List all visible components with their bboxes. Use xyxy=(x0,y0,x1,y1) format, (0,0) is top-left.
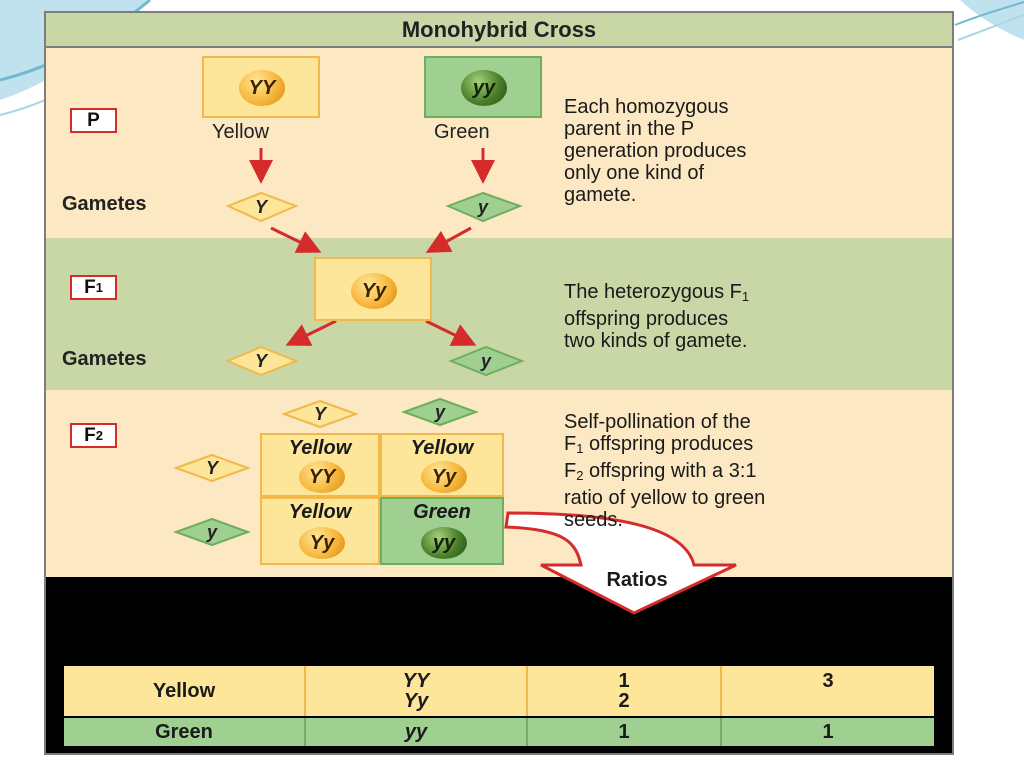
f2-left-yellow-text: Y xyxy=(205,457,218,478)
table-row: Yellow YY Yy 1 2 3 xyxy=(64,666,934,716)
p-gamete-green-text: y xyxy=(477,196,488,217)
p-arrows xyxy=(249,148,495,346)
f1-gametes-label: Gametes xyxy=(62,348,147,370)
p-gamete-green-diamond xyxy=(445,191,523,223)
diagram-title: Monohybrid Cross xyxy=(46,13,952,48)
genotype-ratio-cell: 1 2 xyxy=(528,666,722,716)
green-seed-icon: yy xyxy=(461,70,507,106)
p-gamete-yellow-diamond xyxy=(225,191,299,223)
f2-left-yellow-diamond xyxy=(173,453,251,483)
punnett-cell-green: Green yy xyxy=(380,497,504,565)
f1-hybrid-box: Yy xyxy=(314,257,432,321)
p-gamete-yellow-text: Y xyxy=(254,196,267,217)
genotype-ratio-cell: 1 xyxy=(528,718,722,746)
p-yellow-parent-box: YY xyxy=(202,56,320,118)
punnett-cell-yy-top-left: Yellow YY xyxy=(260,433,380,497)
generation-p-label: P xyxy=(70,108,117,133)
yellow-seed-icon: YY xyxy=(299,461,345,493)
yellow-seed-icon: Yy xyxy=(351,273,397,309)
f2-top-yellow-diamond xyxy=(281,399,359,429)
f2-top-green-diamond xyxy=(401,397,479,427)
p-description: Each homozygous parent in the P generati… xyxy=(564,96,747,206)
ratios-label: Ratios xyxy=(606,569,668,591)
yellow-seed-icon: YY xyxy=(239,70,285,106)
f1-description: The heterozygous F1 offspring produces t… xyxy=(564,281,750,352)
phenotype-cell: Green xyxy=(64,718,306,746)
phenotype-ratio-cell: 3 xyxy=(822,670,834,692)
punnett-cell-yy-bottom-left: Yellow Yy xyxy=(260,497,380,565)
phenotype-ratio-cell: 1 xyxy=(822,720,834,743)
f1-gamete-green-text: y xyxy=(480,350,491,371)
p-yellow-label: Yellow xyxy=(212,121,270,143)
genotype-cell: yy xyxy=(306,718,528,746)
table-row: Green yy 1 1 xyxy=(64,718,934,746)
green-seed-icon: yy xyxy=(421,527,467,559)
p-gametes-label: Gametes xyxy=(62,193,147,215)
p-green-parent-box: yy xyxy=(424,56,542,118)
f1-gamete-yellow-diamond xyxy=(225,345,299,377)
genotype-cell: YY Yy xyxy=(306,666,528,716)
punnett-cell-yy-top-right: Yellow Yy xyxy=(380,433,504,497)
ratios-callout-arrow xyxy=(504,511,737,615)
ratio-table: Yellow YY Yy 1 2 3 Green yy 1 1 xyxy=(64,666,934,746)
f2-description: Self-pollination of the F1 offspring pro… xyxy=(564,411,766,531)
f1-gamete-green-diamond xyxy=(448,345,525,377)
yellow-seed-icon: Yy xyxy=(299,527,345,559)
f2-left-green-diamond xyxy=(173,517,251,547)
f2-left-green-text: y xyxy=(206,521,217,542)
yellow-seed-icon: Yy xyxy=(421,461,467,493)
f1-gamete-yellow-text: Y xyxy=(254,350,267,371)
arrows-overlay xyxy=(173,148,737,615)
phenotype-cell: Yellow xyxy=(64,666,306,716)
f2-top-green-text: y xyxy=(434,401,445,422)
f2-top-yellow-text: Y xyxy=(313,403,326,424)
p-green-label: Green xyxy=(434,121,490,143)
